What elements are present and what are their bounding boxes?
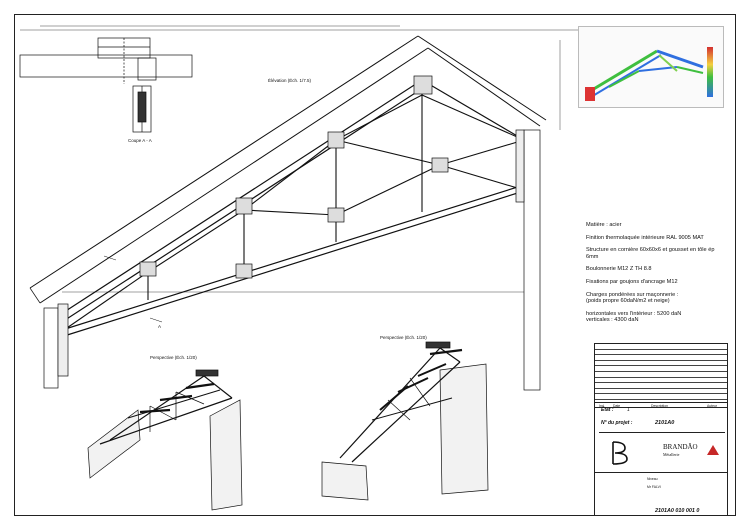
fea-analysis-thumbnail — [578, 26, 724, 108]
revision-header: Ind. Date Description Auteur — [595, 402, 727, 408]
accent-logo-icon — [707, 445, 719, 455]
left-wall — [43, 307, 59, 389]
perspective-right-label: Perspective (Éch. 1/20) — [380, 335, 427, 340]
rafter-inner — [39, 47, 429, 304]
note-bolting: Boulonnerie M12 Z TH 8.8 — [586, 266, 652, 273]
specification-notes: Matière : acier Finition thermolaquée in… — [586, 222, 721, 330]
section-label: Coupe A - A — [128, 138, 152, 143]
note-finish: Finition thermolaquée intérieure RAL 900… — [586, 234, 704, 241]
perspective-left-label: Perspective (Éch. 1/20) — [150, 355, 197, 360]
top-detail-plate — [19, 54, 193, 78]
company-name: BRANDÃO — [663, 443, 698, 451]
col-description: Description — [651, 404, 668, 408]
section-marker: A — [158, 324, 162, 329]
project-number: 2101A0 — [655, 420, 675, 426]
company-logo-icon — [612, 441, 628, 465]
note-loads-title: Charges pondérées sur maçonnerie : — [586, 291, 679, 298]
perspective-left — [87, 369, 243, 511]
etat-label: État : — [601, 407, 614, 413]
note-structure: Structure en cornière 60x60x6 et gousset… — [586, 247, 715, 260]
etat-value: 1 — [627, 407, 630, 413]
plan-value: Mr FALVI — [647, 485, 661, 489]
col-index: Ind. — [599, 404, 605, 408]
plan-label: Niveau — [647, 477, 658, 481]
note-vertical: verticales : 4300 daN — [586, 317, 639, 324]
company-sub: Métallerie — [663, 452, 680, 457]
note-loads-detail: (poids propre 60daN/m2 et neige) — [586, 298, 670, 305]
perspective-right — [321, 341, 489, 501]
right-wall — [523, 129, 541, 391]
project-label: N° du projet : — [601, 420, 633, 426]
col-author: Auteur — [707, 404, 717, 408]
elevation-label: Élévation (Éch. 1/7.5) — [268, 78, 312, 83]
revision-rows — [595, 344, 727, 402]
col-date: Date — [613, 404, 621, 408]
title-block: Ind. Date Description Auteur État : 1 N°… — [594, 343, 728, 516]
drawing-info: Niveau Mr FALVI — [595, 472, 727, 516]
lower-chord — [61, 184, 525, 331]
note-fixings: Fixations par goujons d'ancrage M12 — [586, 278, 678, 285]
drawing-number: 2101A0 010 001 0 — [655, 508, 700, 514]
rafter-outer — [29, 35, 419, 289]
note-material: Matière : acier — [586, 222, 622, 228]
company-logo-area: BRANDÃO Métallerie — [599, 432, 725, 473]
note-horizontal: horizontales vers l'intérieur : 5200 daN — [586, 310, 682, 317]
